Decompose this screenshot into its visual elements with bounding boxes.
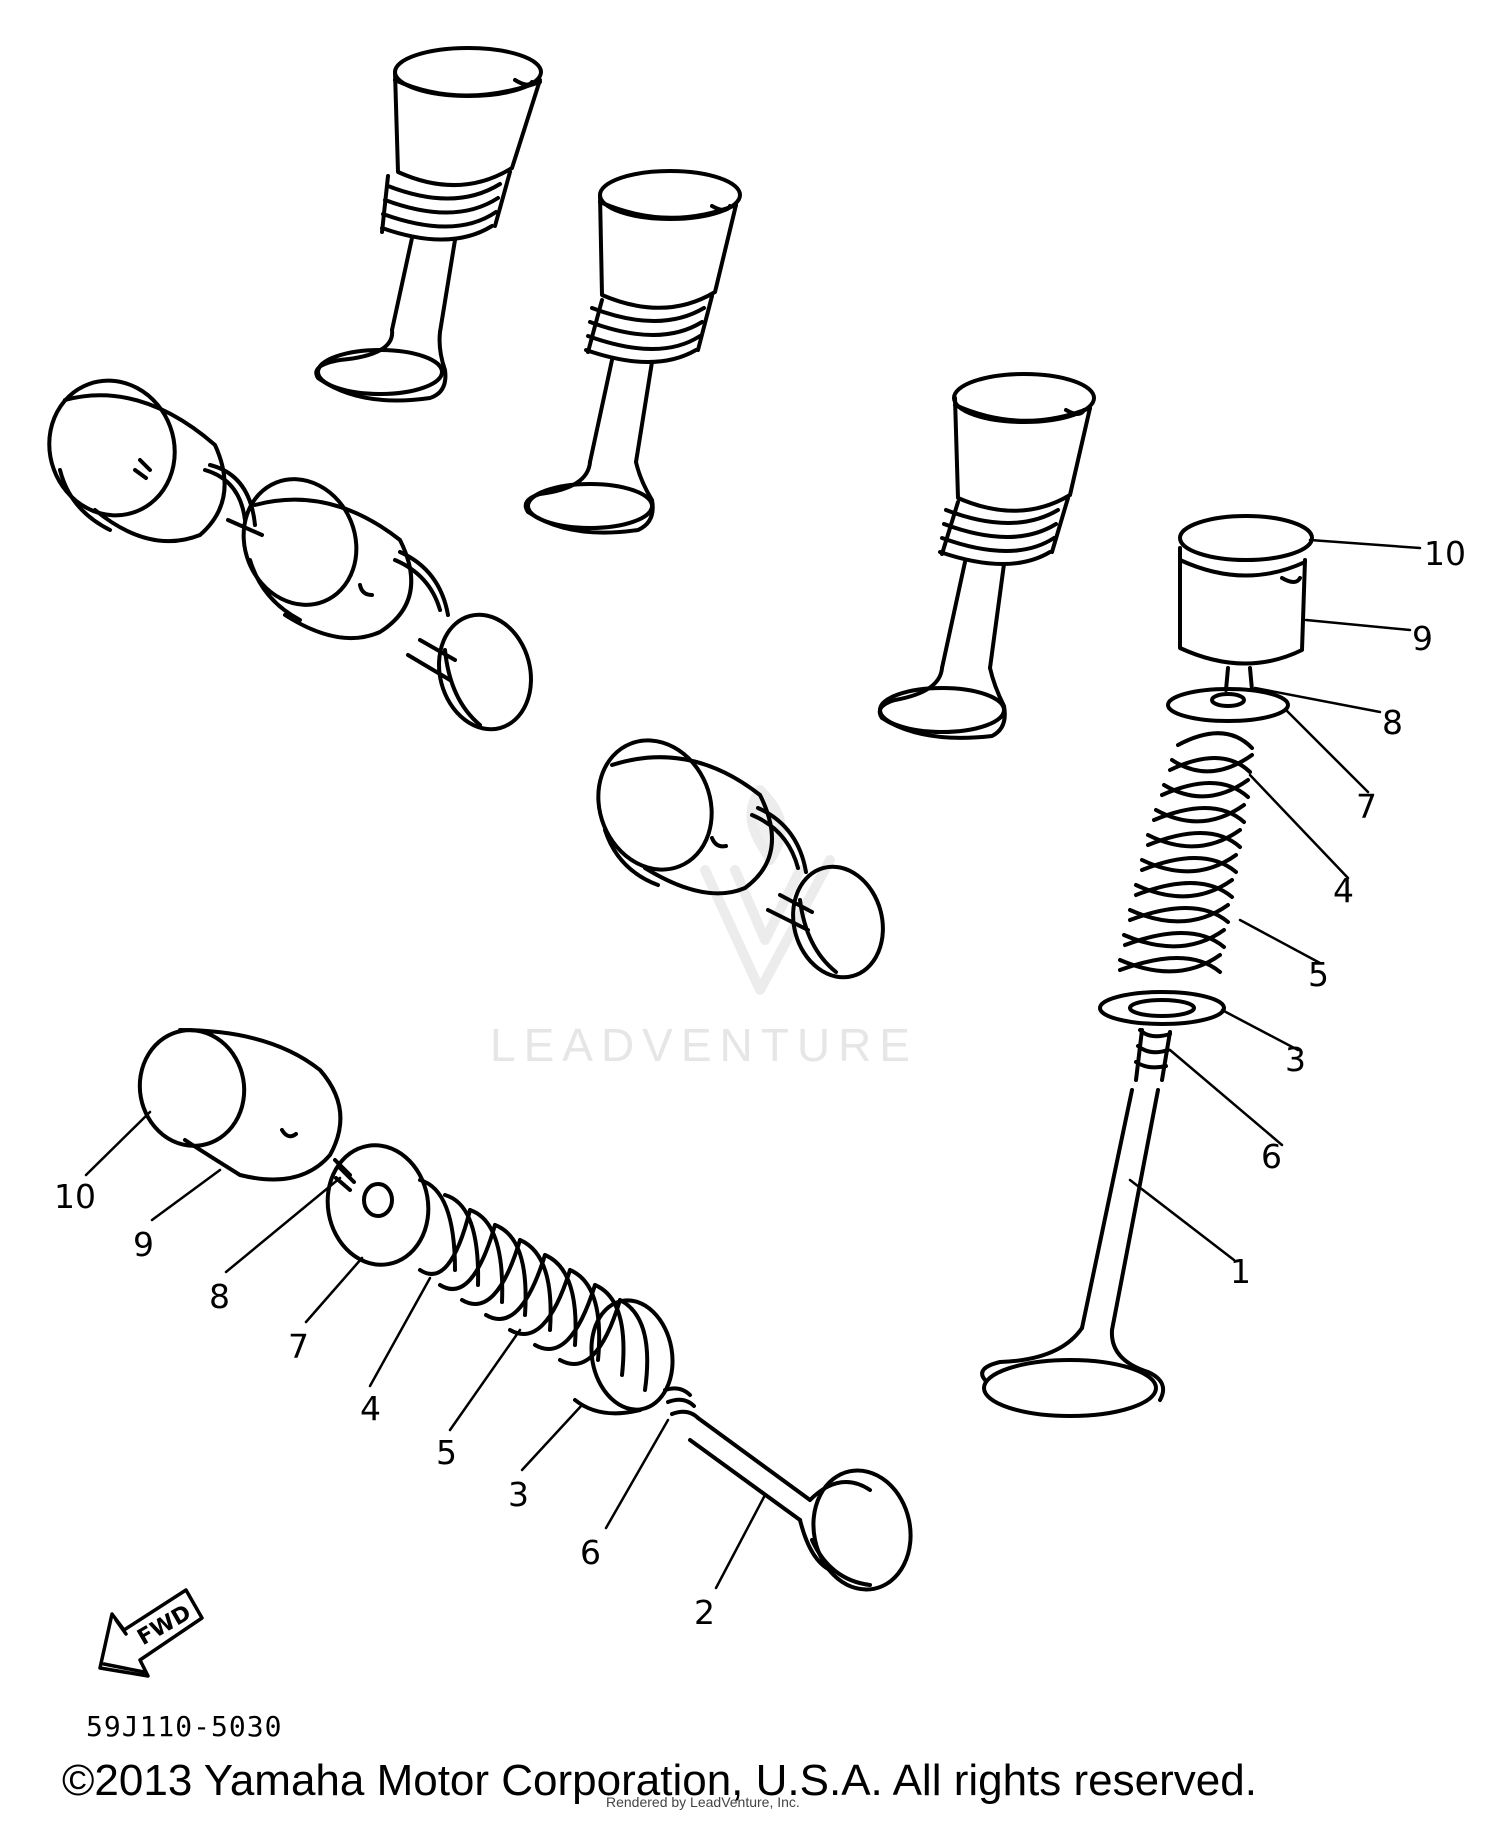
callout-right-8[interactable]: 8	[1382, 703, 1403, 742]
left-part-7-retainer	[325, 1143, 431, 1267]
callout-left-10[interactable]: 10	[54, 1177, 96, 1216]
right-part-1-valve-head	[982, 1358, 1158, 1418]
leader-lines-right	[1128, 538, 1422, 1262]
right-part-7-retainer	[1166, 687, 1290, 723]
right-part-8-keeper	[1224, 666, 1254, 692]
callout-right-7[interactable]: 7	[1356, 787, 1377, 826]
callout-left-3[interactable]: 3	[508, 1475, 529, 1514]
right-part-4-5-springs	[1118, 731, 1254, 974]
right-part-3-spring-seat	[1098, 990, 1226, 1026]
left-part-10-shim	[137, 1028, 247, 1148]
left-part-4-5-springs	[418, 1178, 650, 1392]
valve-assembly-upright-1	[314, 46, 543, 403]
leader-lines-left	[84, 1110, 767, 1590]
valve-assembly-upright-2	[523, 169, 742, 535]
callout-left-9[interactable]: 9	[133, 1225, 154, 1264]
callout-right-5[interactable]: 5	[1308, 955, 1329, 994]
callout-left-7[interactable]: 7	[288, 1327, 309, 1366]
left-part-6-seal	[663, 1386, 700, 1420]
fwd-arrow	[98, 1588, 204, 1678]
rendered-by-note: Rendered by LeadVenture, Inc.	[606, 1794, 800, 1810]
callout-right-9[interactable]: 9	[1412, 619, 1433, 658]
callout-right-3[interactable]: 3	[1285, 1040, 1306, 1079]
right-part-10-shim	[1178, 514, 1314, 562]
callout-left-2[interactable]: 2	[694, 1593, 715, 1632]
callout-left-6[interactable]: 6	[580, 1533, 601, 1572]
callout-right-10[interactable]: 10	[1424, 534, 1466, 573]
callout-left-8[interactable]: 8	[209, 1277, 230, 1316]
callout-right-6[interactable]: 6	[1261, 1137, 1282, 1176]
right-part-9-lifter	[1178, 546, 1307, 666]
left-part-9-lifter	[178, 1028, 343, 1182]
valve-assembly-tilted-1	[47, 378, 533, 732]
callout-left-4[interactable]: 4	[360, 1389, 381, 1428]
watermark-text: LEADVENTURE	[490, 1019, 918, 1071]
valve-assembly-exploded-right	[980, 514, 1314, 1418]
callout-left-5[interactable]: 5	[436, 1433, 457, 1472]
callout-right-1[interactable]: 1	[1230, 1252, 1251, 1291]
valve-assembly-tilted-2	[596, 738, 885, 980]
copyright-notice: ©2013 Yamaha Motor Corporation, U.S.A. A…	[62, 1756, 1257, 1805]
left-part-2-valve-head	[811, 1468, 913, 1592]
valve-assembly-exploded-left	[137, 1028, 913, 1592]
left-part-2-valve-stem	[688, 1416, 812, 1522]
diagram-part-number: 59J110-5030	[86, 1710, 283, 1743]
right-part-1-valve-stem	[1080, 1088, 1160, 1332]
valve-assembly-upright-3	[877, 372, 1096, 740]
callout-right-4[interactable]: 4	[1333, 871, 1354, 910]
